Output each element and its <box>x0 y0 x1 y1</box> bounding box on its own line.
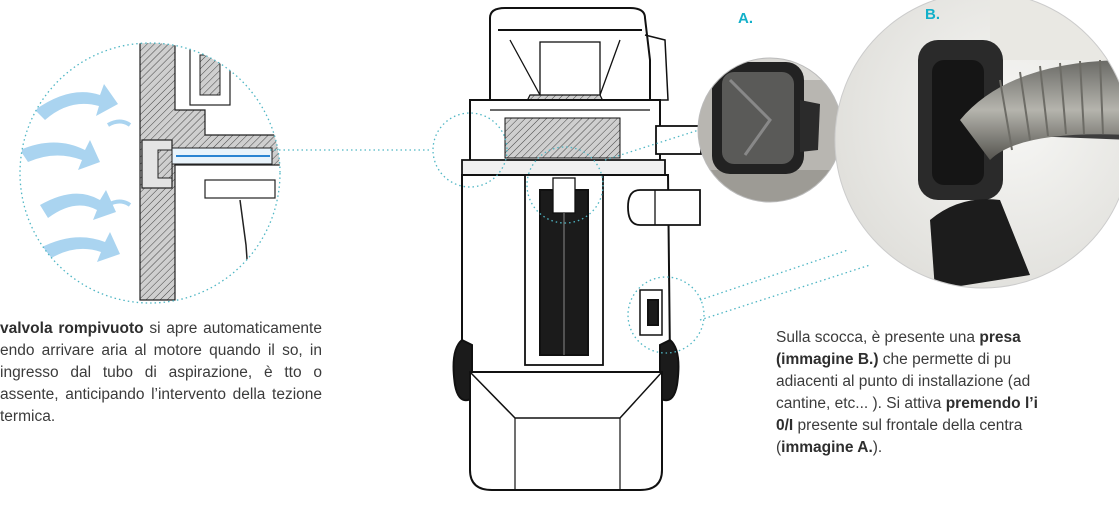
valve-description: valvola rompivuoto si apre automaticamen… <box>0 320 322 425</box>
valve-term: valvola rompivuoto <box>0 320 144 337</box>
label-image-a: A. <box>738 10 753 27</box>
photo-circle-a-switch <box>697 57 843 203</box>
photo-circle-b-socket <box>834 0 1119 289</box>
callout-socket-on-unit <box>627 276 705 354</box>
label-image-b: B. <box>925 6 940 23</box>
leader-lines-ab <box>604 127 871 321</box>
socket-description: Sulla scocca, è presente una presa (imma… <box>776 329 1038 456</box>
callout-valve-on-unit <box>432 112 508 188</box>
valve-detail-circle <box>19 42 281 304</box>
central-vacuum-unit <box>452 7 702 491</box>
callout-filter-on-unit <box>526 146 604 224</box>
